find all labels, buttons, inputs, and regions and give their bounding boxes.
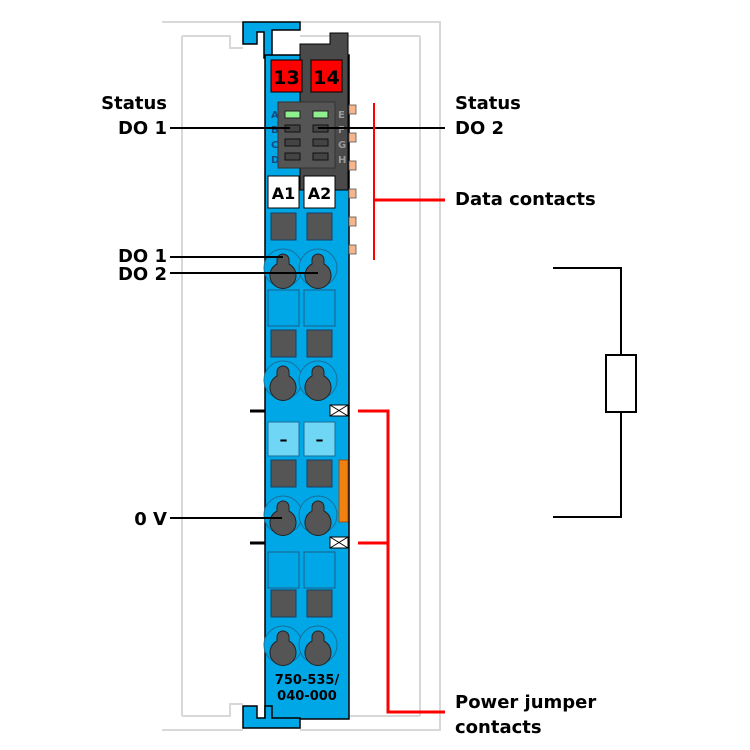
- label-status-do2-line2: DO 2: [455, 118, 504, 139]
- wire-clamp-opening: [304, 365, 332, 402]
- led-status-do1: [284, 110, 301, 119]
- release-button: [270, 329, 297, 358]
- wire-clamp-opening: [269, 365, 297, 402]
- led-letter: D: [271, 155, 279, 166]
- data-contact-pads: [348, 104, 357, 255]
- terminal-14: [310, 59, 343, 93]
- label-do1: DO 1: [118, 246, 167, 267]
- marker-a2: [303, 175, 336, 209]
- bottom-latch: [242, 705, 301, 729]
- marker-a1: [267, 175, 300, 209]
- terminal-13-label: 13: [273, 67, 299, 89]
- wire-clamp-opening: [304, 630, 332, 667]
- wire-clamp-opening: [269, 253, 297, 290]
- led-letter: A: [271, 110, 279, 121]
- led-letter: F: [338, 125, 345, 136]
- release-button: [306, 459, 333, 488]
- led-status-do2: [312, 110, 329, 119]
- minus-marker-1-label: –: [280, 430, 288, 449]
- release-button: [306, 329, 333, 358]
- release-button: [270, 212, 297, 241]
- wire-clamp-opening: [304, 500, 332, 537]
- load-resistor-schematic: [553, 267, 637, 518]
- blank-marker: [303, 551, 336, 589]
- power-jumper-contact-bottom: [329, 536, 349, 549]
- led-letters-right: E F G H: [338, 110, 346, 166]
- blank-marker: [303, 289, 336, 327]
- resistor-symbol: [605, 354, 637, 413]
- part-number-line1: 750-535/: [275, 673, 340, 688]
- label-data-contacts: Data contacts: [455, 189, 596, 210]
- blank-marker: [267, 551, 300, 589]
- label-power-jumper-line1: Power jumper: [455, 692, 596, 713]
- minus-marker-2: [303, 421, 336, 457]
- label-do2: DO 2: [118, 264, 167, 285]
- wire-clamp-opening: [269, 500, 297, 537]
- top-latch: [242, 21, 301, 59]
- minus-marker-1: [267, 421, 300, 457]
- marker-a2-label: A2: [308, 184, 332, 203]
- terminal-rows: [263, 212, 338, 667]
- release-button: [270, 589, 297, 618]
- led-letters-left: A B C D: [271, 110, 279, 166]
- release-button: [270, 459, 297, 488]
- label-status-do1-line1: Status: [101, 93, 167, 114]
- wire-clamp-opening: [269, 630, 297, 667]
- din-rail-frame: [162, 21, 441, 731]
- led-letter: G: [338, 140, 346, 151]
- label-status-do2-line1: Status: [455, 93, 521, 114]
- led-letter: C: [271, 140, 278, 151]
- black-pointer-lines: [170, 127, 445, 519]
- wire-clamp-opening: [304, 253, 332, 290]
- terminal-14-label: 14: [313, 67, 339, 89]
- release-button: [306, 212, 333, 241]
- release-button: [306, 589, 333, 618]
- blank-marker: [267, 289, 300, 327]
- minus-marker-2-label: –: [316, 430, 324, 449]
- led-letter: B: [271, 125, 279, 136]
- red-pointer-lines: [358, 103, 445, 714]
- part-number-line2: 040-000: [277, 689, 337, 704]
- led-letter: H: [338, 155, 346, 166]
- label-power-jumper-line2: contacts: [455, 717, 542, 738]
- marker-a1-label: A1: [272, 184, 296, 203]
- label-0v: 0 V: [134, 509, 167, 530]
- terminal-13: [270, 59, 303, 93]
- led-letter: E: [338, 110, 345, 121]
- label-status-do1-line2: DO 1: [118, 118, 167, 139]
- power-indicator-bar: [338, 459, 349, 523]
- power-jumper-contact-top: [329, 404, 349, 417]
